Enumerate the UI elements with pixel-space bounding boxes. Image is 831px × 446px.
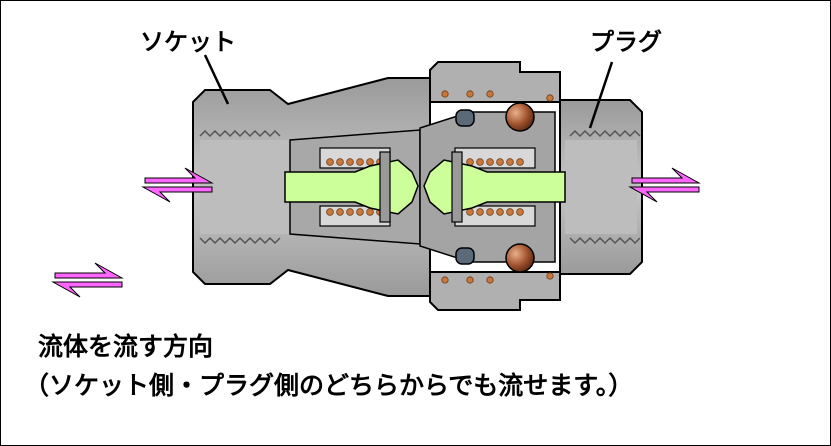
plug-sleeve-bottom xyxy=(429,271,561,311)
plug-thread-top xyxy=(569,129,641,138)
flow-direction-note: （ソケット側・プラグ側のどちらからでも流せます。） xyxy=(24,371,634,400)
socket-leader-line xyxy=(203,54,230,105)
plug-sleeve-top xyxy=(429,61,561,103)
flow-arrow-legend xyxy=(51,262,124,298)
plug-leader-line xyxy=(588,61,614,129)
plug-thread-bottom xyxy=(569,236,641,245)
lock-ball-top xyxy=(505,102,535,132)
socket-thread-bottom xyxy=(199,236,281,245)
plug-bore xyxy=(565,140,637,234)
flow-arrow-right xyxy=(628,167,701,203)
socket-label: ソケット xyxy=(140,28,236,56)
plug-label: プラグ xyxy=(590,28,662,56)
socket-thread-top xyxy=(199,129,281,138)
sleeve-spring-bottom xyxy=(441,272,554,284)
valve-seat-plug xyxy=(451,151,463,223)
valve-seat-socket xyxy=(379,151,391,223)
plug-spring-top xyxy=(466,158,524,166)
oring-bottom xyxy=(455,247,475,265)
oring-top xyxy=(455,109,475,127)
socket-spring-top xyxy=(326,158,384,166)
flow-arrow-left xyxy=(141,167,214,203)
lock-ball-bottom xyxy=(505,243,535,273)
flow-direction-title: 流体を流す方向 xyxy=(38,332,214,361)
socket-bore xyxy=(200,140,290,234)
sleeve-spring-top xyxy=(441,90,554,102)
plug-spring-bottom xyxy=(466,208,524,216)
